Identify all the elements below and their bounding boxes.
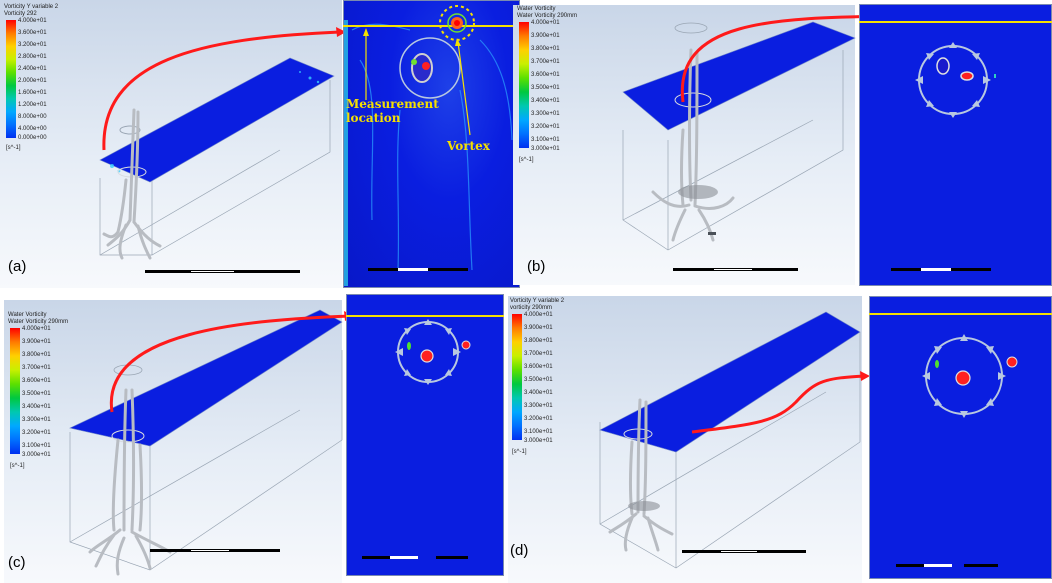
legend-tick: 3.500e+01: [22, 391, 51, 397]
panel-d-zoom-details: [869, 313, 1052, 567]
legend-tick: 3.200e+01: [531, 124, 560, 130]
panel-c-zoom-details: [346, 315, 504, 559]
legend-tick: 3.800e+01: [524, 338, 553, 344]
legend-tick: 3.100e+01: [531, 137, 560, 143]
panel-b-zoom-details: [859, 21, 1052, 271]
legend-tick: 3.200e+01: [18, 42, 47, 48]
panel-b-zoom-view: [859, 4, 1052, 286]
panel-c-scale-bar: [150, 549, 300, 557]
panel-a: Vorticity Y variable 2 Vorticity 292 4.0…: [0, 0, 520, 288]
panel-a-geometry: [99, 27, 346, 260]
panel-b-legend: Water Vorticity Water Vorticity 290mm 4.…: [517, 6, 587, 186]
legend-tick: 2.800e+01: [18, 54, 47, 60]
legend-tick: 3.100e+01: [524, 429, 553, 435]
measurement-location-annotation: Measurement location: [346, 97, 439, 125]
panel-b-arrow: [680, 14, 894, 103]
panel-b-geometry: [622, 11, 897, 251]
panel-c-arrow: [109, 314, 351, 413]
legend-tick: 0.000e+00: [18, 135, 47, 141]
legend-tick: 1.200e+01: [18, 102, 47, 108]
panel-a-vortex-tubes: [102, 108, 162, 260]
panel-b-label: (b): [527, 258, 546, 275]
legend-tick: 1.600e+01: [18, 90, 47, 96]
panel-c-zoom-view: [346, 294, 504, 576]
legend-colorbar: [10, 328, 20, 454]
panel-d-measurement-plane: [599, 311, 861, 453]
legend-tick: 3.400e+01: [531, 98, 560, 104]
panel-a-zoom-details: [343, 5, 520, 286]
legend-tick: 3.700e+01: [22, 365, 51, 371]
legend-tick: 3.700e+01: [531, 59, 560, 65]
legend-unit: [s^-1]: [10, 463, 25, 469]
legend-tick: 3.300e+01: [524, 403, 553, 409]
legend-title: Water Vorticity: [8, 312, 47, 318]
panel-d-scale-bar: [682, 550, 832, 558]
legend-subtitle: Vorticity 292: [4, 11, 37, 17]
panel-d-label: (d): [510, 542, 529, 559]
legend-tick: 4.000e+01: [524, 312, 553, 318]
legend-title: Vorticity Y variable 2: [510, 298, 565, 304]
legend-tick: 3.900e+01: [531, 33, 560, 39]
legend-tick: 3.300e+01: [531, 111, 560, 117]
legend-tick: 3.600e+01: [22, 378, 51, 384]
legend-unit: [s^-1]: [6, 145, 21, 151]
legend-subtitle: vorticity 290mm: [510, 305, 553, 311]
legend-tick: 3.600e+01: [524, 364, 553, 370]
panel-a-arrow: [102, 30, 341, 151]
legend-tick: 3.000e+01: [531, 146, 560, 152]
legend-tick: 4.000e+00: [18, 126, 47, 132]
panel-b: Water Vorticity Water Vorticity 290mm 4.…: [513, 0, 1052, 288]
legend-tick: 4.000e+01: [531, 20, 560, 26]
vortex-annotation: Vortex: [447, 139, 490, 153]
legend-subtitle: Water Vorticity 290mm: [8, 319, 69, 325]
legend-tick: 3.600e+01: [531, 72, 560, 78]
legend-title: Water Vorticity: [517, 6, 556, 12]
panel-c-geometry: [69, 309, 354, 576]
legend-tick: 3.200e+01: [22, 430, 51, 436]
legend-unit: [s^-1]: [519, 157, 534, 163]
panel-d-arrow: [691, 374, 867, 434]
panel-c-label: (c): [8, 554, 26, 571]
legend-tick: 3.100e+01: [22, 443, 51, 449]
panel-d-zoom-view: [869, 296, 1052, 579]
legend-tick: 3.500e+01: [524, 377, 553, 383]
panel-a-measurement-plane: [99, 57, 335, 183]
panel-b-scale-bar: [673, 268, 823, 276]
legend-colorbar: [512, 314, 522, 440]
legend-tick: 3.300e+01: [22, 417, 51, 423]
legend-tick: 3.200e+01: [524, 416, 553, 422]
legend-tick: 2.400e+01: [18, 66, 47, 72]
legend-tick: 3.400e+01: [524, 390, 553, 396]
legend-tick: 3.900e+01: [22, 339, 51, 345]
legend-tick: 3.900e+01: [524, 325, 553, 331]
panel-c-vortex-tubes: [88, 388, 172, 576]
panel-c-legend: Water Vorticity Water Vorticity 290mm 4.…: [8, 312, 78, 492]
legend-tick: 3.700e+01: [524, 351, 553, 357]
panel-d-geometry: [599, 311, 870, 569]
legend-unit: [s^-1]: [512, 449, 527, 455]
legend-tick: 3.000e+01: [22, 452, 51, 458]
legend-tick: 3.600e+01: [18, 30, 47, 36]
legend-title: Vorticity Y variable 2: [4, 4, 59, 10]
legend-subtitle: Water Vorticity 290mm: [517, 13, 578, 19]
legend-colorbar: [6, 20, 16, 138]
panel-a-legend: Vorticity Y variable 2 Vorticity 292 4.0…: [4, 4, 64, 174]
vortex-pointer: [457, 41, 471, 136]
legend-tick: 3.400e+01: [22, 404, 51, 410]
legend-tick: 3.500e+01: [531, 85, 560, 91]
panel-c: Water Vorticity Water Vorticity 290mm 4.…: [0, 290, 520, 583]
legend-tick: 4.000e+01: [18, 18, 47, 24]
legend-tick: 3.800e+01: [22, 352, 51, 358]
panel-d-legend: Vorticity Y variable 2 vorticity 290mm 4…: [510, 298, 580, 478]
legend-colorbar: [519, 22, 529, 148]
legend-tick: 4.000e+01: [22, 326, 51, 332]
legend-tick: 3.800e+01: [531, 46, 560, 52]
panel-a-label: (a): [8, 258, 27, 275]
legend-tick: 2.000e+01: [18, 78, 47, 84]
panel-a-scale-bar: [145, 270, 325, 278]
panel-b-measurement-plane: [622, 21, 856, 131]
legend-tick: 3.000e+01: [524, 438, 553, 444]
panel-d: Vorticity Y variable 2 vorticity 290mm 4…: [506, 292, 1052, 583]
legend-tick: 8.000e+00: [18, 114, 47, 120]
